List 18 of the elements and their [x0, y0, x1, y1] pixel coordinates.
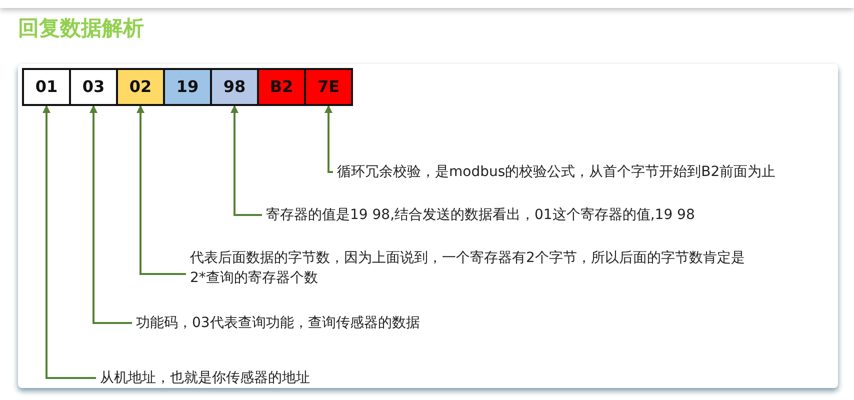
byte-cell: B2 — [257, 68, 306, 106]
leader-arrow — [90, 105, 132, 324]
byte-cell: 7E — [304, 68, 353, 106]
description-text: 寄存器的值是19 98,结合发送的数据看出，01这个寄存器的值,19 98 — [266, 205, 695, 225]
byte-cell: 02 — [116, 68, 165, 106]
leader-arrow — [324, 105, 333, 173]
byte-cell: 01 — [22, 68, 71, 106]
leader-arrow — [230, 105, 262, 216]
byte-cell: 19 — [163, 68, 212, 106]
byte-cell: 03 — [69, 68, 118, 106]
description-text: 功能码，03代表查询功能，查询传感器的数据 — [136, 313, 420, 333]
heading: 回复数据解析 — [18, 15, 144, 42]
byte-cell: 98 — [210, 68, 259, 106]
leader-arrow — [136, 105, 186, 275]
description-text: 代表后面数据的字节数，因为上面说到，一个寄存器有2个字节，所以后面的字节数肯定是2*查询的寄存器个数 — [190, 248, 750, 288]
description-text: 从机地址，也就是你传感器的地址 — [100, 368, 310, 388]
description-text: 循环冗余校验，是modbus的校验公式，从首个字节开始到B2前面为止 — [337, 162, 776, 182]
leader-arrow — [42, 105, 96, 379]
